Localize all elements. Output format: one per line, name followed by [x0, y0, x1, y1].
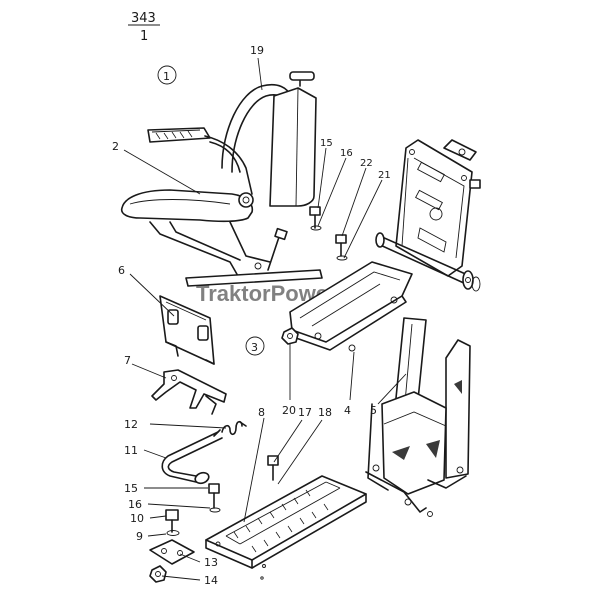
group-label-1: 1 [163, 70, 170, 83]
group-marker-1: 1 [157, 65, 177, 85]
clamp-plate-13 [149, 539, 195, 565]
flat-bar [185, 269, 323, 287]
callout-13: 13 [204, 556, 218, 569]
bolt-10 [165, 509, 180, 536]
bolt-17 [267, 455, 279, 481]
callout-16-lower: 16 [128, 498, 142, 511]
nut-20 [281, 327, 299, 345]
callout-2: 2 [112, 140, 119, 153]
callout-7: 7 [124, 354, 131, 367]
callout-6: 6 [118, 264, 125, 277]
sheet-number-bottom: 1 [140, 29, 148, 44]
callout-22: 22 [360, 158, 373, 169]
callout-10: 10 [130, 512, 144, 525]
group-label-3: 3 [251, 341, 258, 354]
callout-21: 21 [378, 170, 391, 181]
sheet-number: 343 1 [128, 11, 160, 44]
callout-17: 17 [298, 406, 312, 419]
bolt-15-lower [208, 483, 221, 513]
spring-12 [213, 420, 247, 437]
callout-9: 9 [136, 530, 143, 543]
cross-axle [375, 232, 481, 292]
pillar-5 [365, 317, 471, 517]
bolt-15 [309, 206, 322, 231]
callout-4: 4 [344, 404, 351, 417]
callout-8: 8 [258, 406, 265, 419]
reference-dot [260, 576, 264, 580]
callout-14: 14 [204, 574, 218, 587]
lever-7 [151, 369, 227, 415]
callout-20: 20 [282, 404, 296, 417]
callout-16-upper: 16 [340, 148, 353, 159]
callout-11: 11 [124, 444, 138, 457]
nut-14 [149, 565, 167, 583]
rod-11 [161, 431, 223, 485]
bracket-6 [159, 295, 215, 365]
bolt-21 [335, 234, 348, 261]
callout-12: 12 [124, 418, 138, 431]
seat-assembly [120, 71, 317, 277]
callout-19: 19 [250, 44, 264, 57]
slide-plate [395, 139, 481, 277]
rail-8 [205, 475, 367, 569]
callout-18: 18 [318, 406, 332, 419]
callout-labels: 19 2 15 16 22 21 6 7 20 4 5 12 17 18 8 1… [112, 44, 391, 587]
sheet-number-top: 343 [131, 11, 156, 26]
callout-15-lower: 15 [124, 482, 138, 495]
leader-lines [123, 57, 407, 581]
callout-5: 5 [370, 404, 377, 417]
group-marker-3: 3 [245, 336, 265, 356]
callout-15-upper: 15 [320, 138, 333, 149]
